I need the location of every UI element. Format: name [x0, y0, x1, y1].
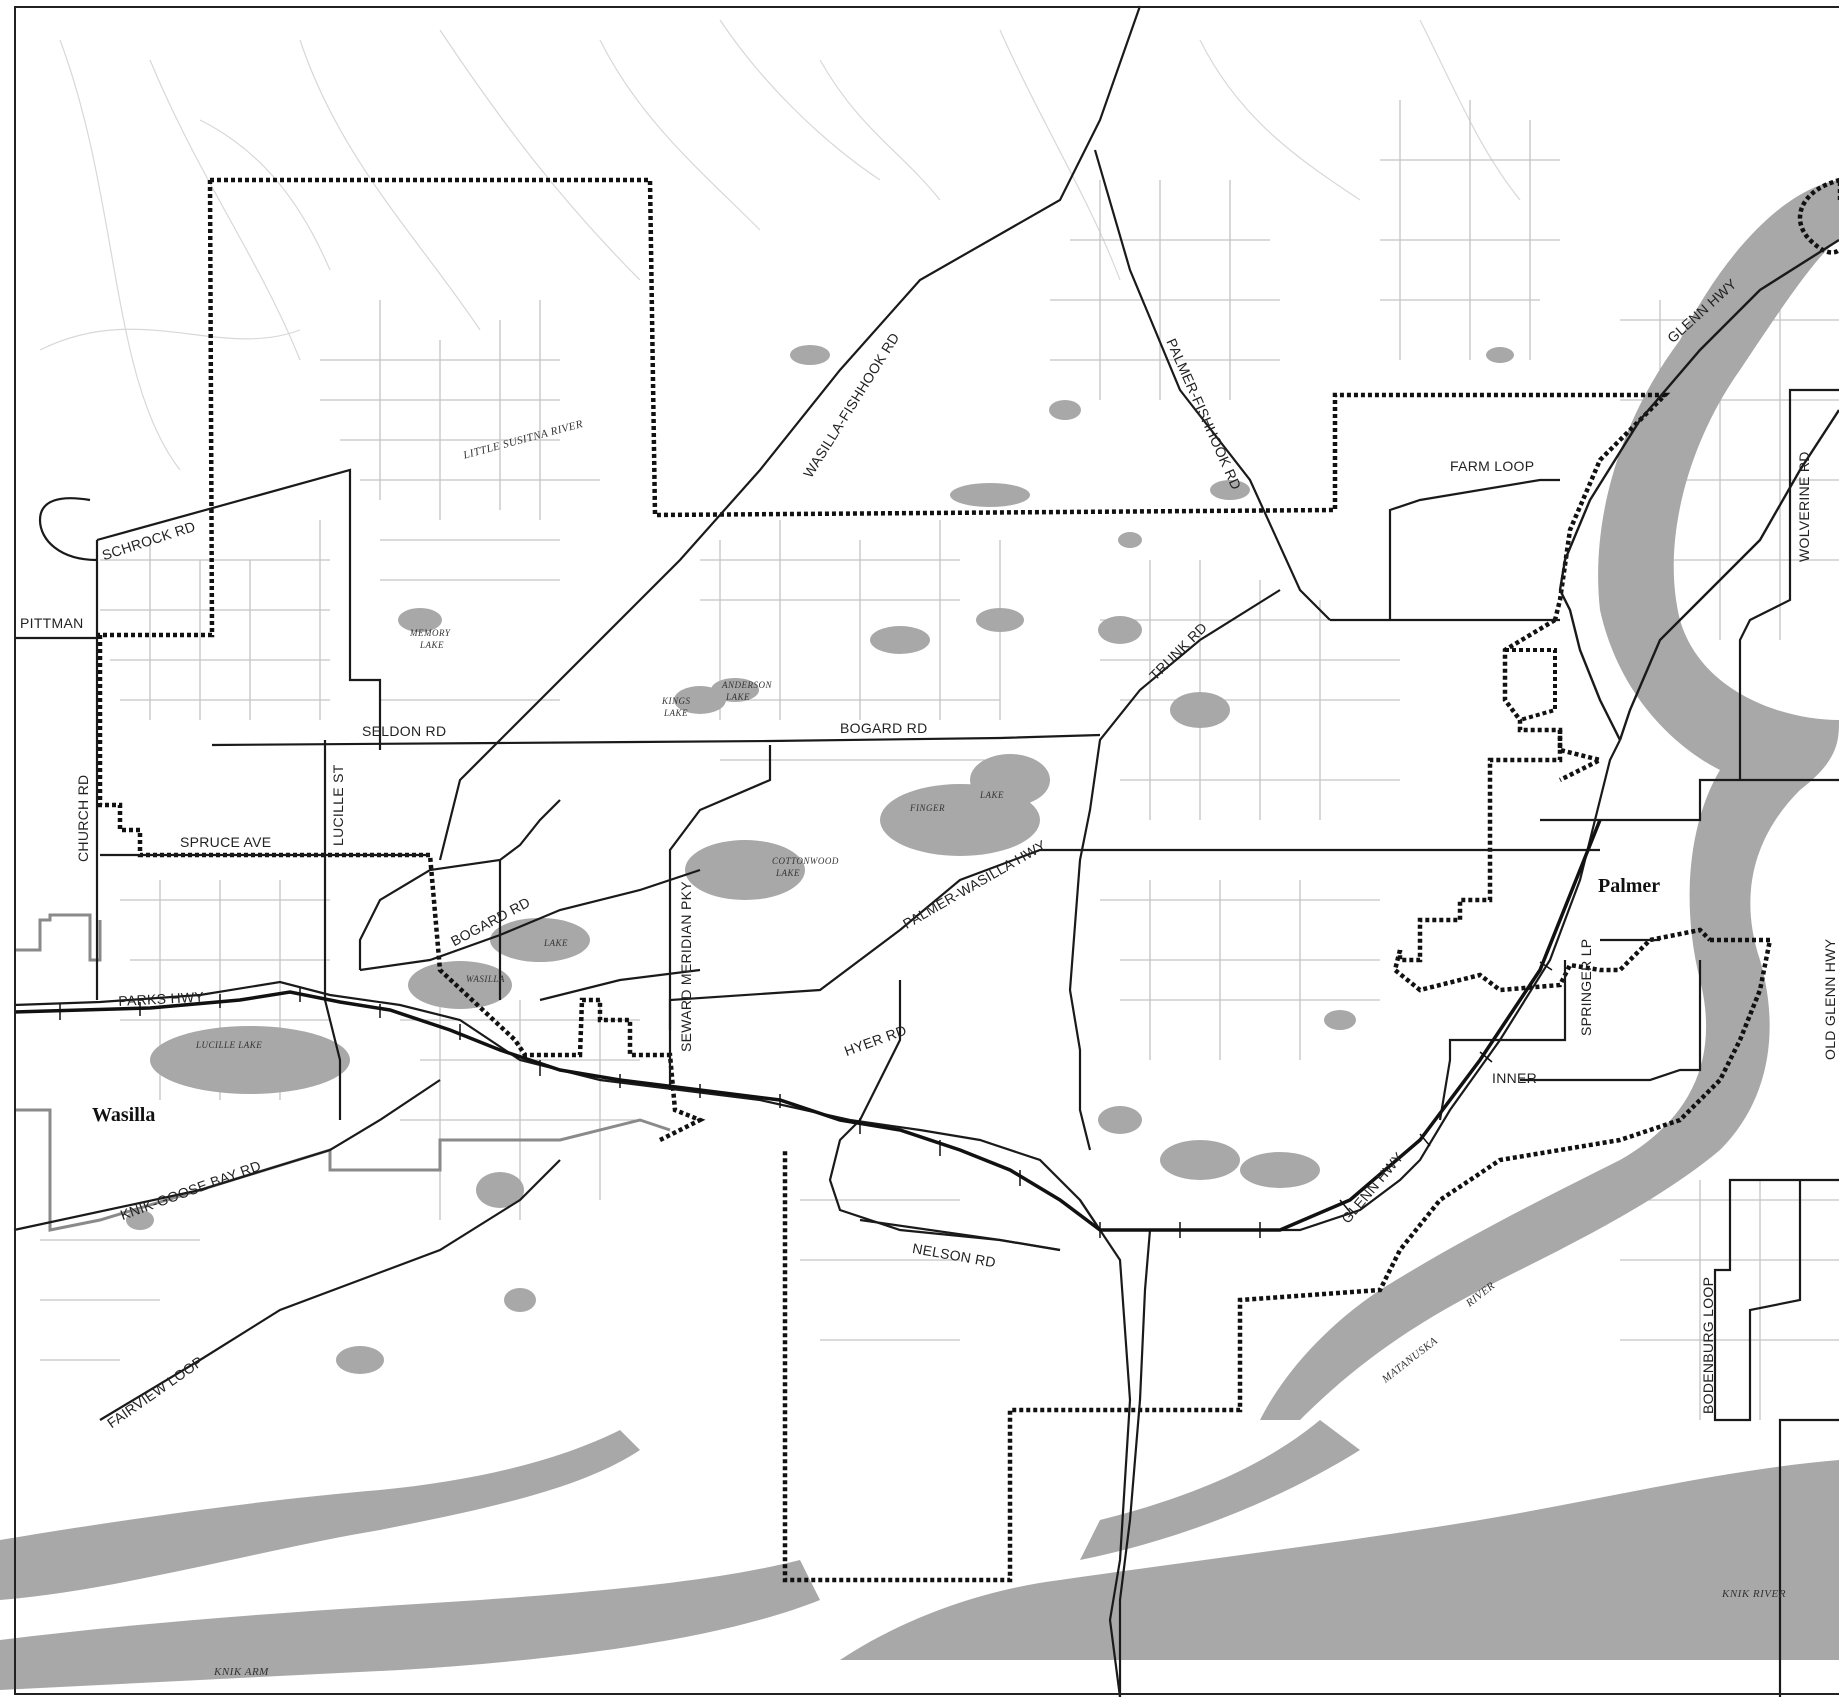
- water-label-kings-lake-1: KINGS: [662, 696, 691, 706]
- water-label-cottonwood-lake-1: COTTONWOOD: [772, 856, 839, 866]
- water-label-kings-lake-2: LAKE: [664, 708, 689, 718]
- water-label-knik-river: KNIK RIVER: [1722, 1588, 1786, 1600]
- water-label-finger-lake-2: LAKE: [980, 790, 1005, 800]
- water-label-lake: LAKE: [544, 938, 569, 948]
- palmer-boundary: [1505, 648, 1557, 722]
- town-label-wasilla[interactable]: Wasilla: [92, 1104, 156, 1126]
- water-label-memory-lake-2: LAKE: [420, 640, 445, 650]
- railroad: [13, 819, 1602, 1232]
- water-label-wasilla-lake: WASILLA: [466, 974, 505, 984]
- road-label-inner[interactable]: INNER: [1492, 1070, 1538, 1086]
- water-label-anderson-lake-1: ANDERSON: [722, 680, 772, 690]
- road-label-bodenburg-loop[interactable]: BODENBURG LOOP: [1700, 1276, 1716, 1414]
- water-label-cottonwood-lake-2: LAKE: [776, 868, 801, 878]
- water-label-anderson-lake-2: LAKE: [726, 692, 751, 702]
- railroad-ticks: [59, 961, 1553, 1238]
- road-label-lucille-st[interactable]: LUCILLE ST: [330, 764, 346, 846]
- water-label-knik-arm: KNIK ARM: [214, 1666, 269, 1678]
- road-label-spruce-ave[interactable]: SPRUCE AVE: [180, 834, 272, 850]
- road-label-pittman[interactable]: PITTMAN: [20, 615, 84, 631]
- minor-roads: [40, 100, 1839, 1420]
- road-label-farm-loop[interactable]: FARM LOOP: [1450, 458, 1535, 474]
- road-label-springer-lp[interactable]: SPRINGER LP: [1578, 938, 1594, 1036]
- road-label-church-rd[interactable]: CHURCH RD: [75, 774, 91, 862]
- road-label-seldon-rd[interactable]: SELDON RD: [362, 723, 447, 739]
- water-label-finger-lake-1: FINGER: [910, 803, 945, 813]
- town-label-palmer[interactable]: Palmer: [1598, 875, 1661, 897]
- water-bodies: [0, 180, 1839, 1690]
- water-label-memory-lake-1: MEMORY: [410, 628, 451, 638]
- water-label-lucille-lake: LUCILLE LAKE: [196, 1040, 263, 1050]
- road-label-bogard-rd-east[interactable]: BOGARD RD: [840, 720, 928, 736]
- road-label-wolverine-rd[interactable]: WOLVERINE RD: [1796, 451, 1812, 562]
- major-roads: [13, 5, 1839, 1697]
- road-label-seward-meridian-pky[interactable]: SEWARD MERIDIAN PKY: [678, 881, 694, 1052]
- road-label-old-glenn-hwy[interactable]: OLD GLENN HWY: [1822, 938, 1838, 1060]
